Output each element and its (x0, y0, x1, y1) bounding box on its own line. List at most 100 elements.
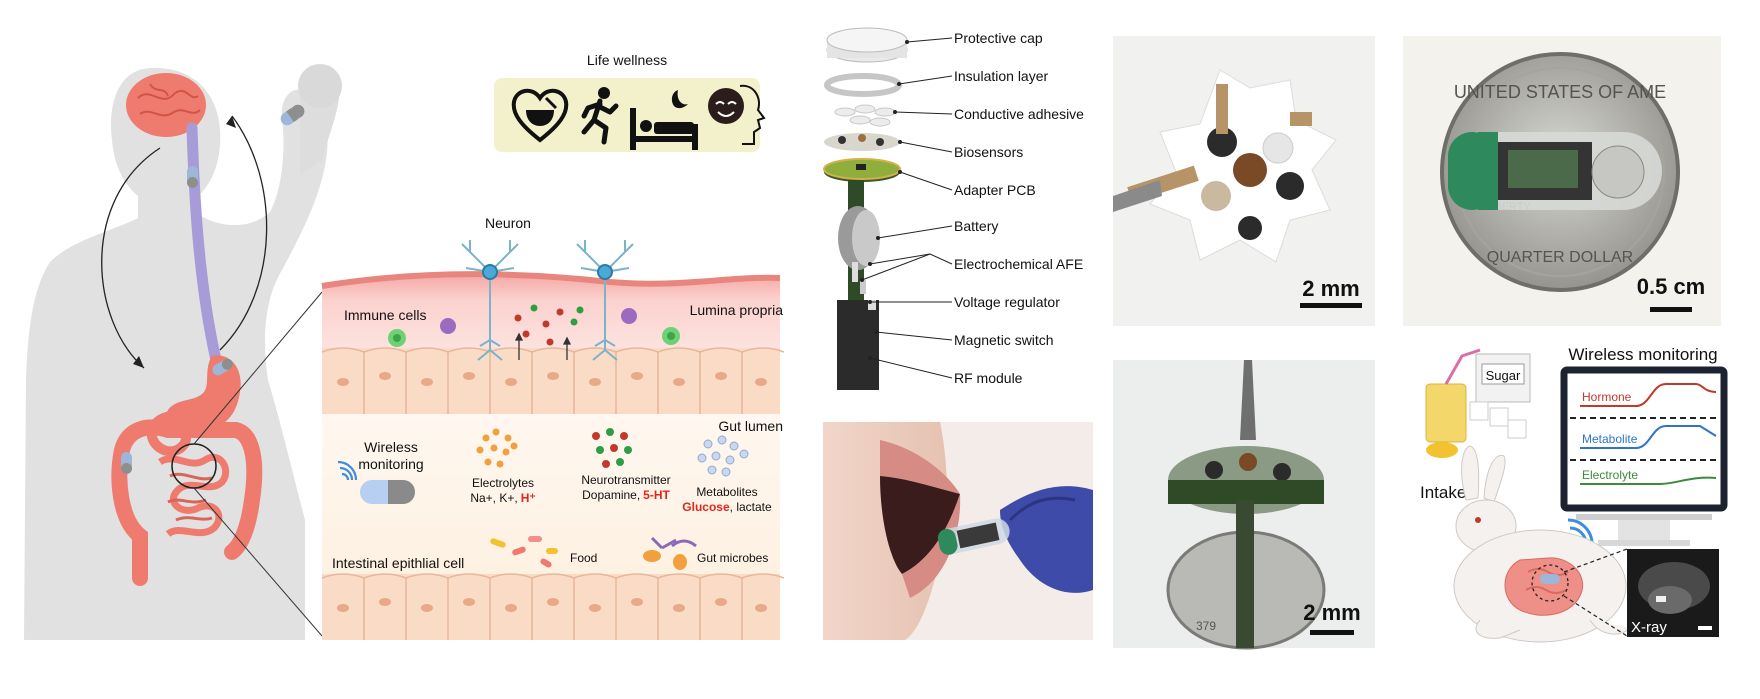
electrolytes-label: Electrolytes (472, 476, 534, 490)
large-intestine (111, 419, 263, 586)
layer-label-rf-module: RF module (954, 370, 1023, 386)
leader-dots (860, 40, 909, 360)
speaking-head-icon (708, 84, 766, 145)
capsule-on-coin (1448, 132, 1662, 210)
life-wellness-panel: Life wellness (494, 52, 766, 152)
battery-label-text: 379 (1196, 619, 1216, 633)
zoom-line-bottom (193, 487, 323, 637)
lower-epithelial-cells (321, 573, 785, 640)
juice-glass-icon (1425, 348, 1481, 458)
life-wellness-title: Life wellness (587, 52, 667, 68)
lower-cell-nuclei (337, 598, 767, 612)
lumina-propria-label: Lumina propria (690, 302, 784, 318)
layer-label-electrochemical-afe: Electrochemical AFE (954, 256, 1083, 272)
zoom-line-top (193, 291, 323, 445)
swallowed-capsule-icon (280, 104, 305, 126)
signal-label-electrolyte: Electrolyte (1582, 468, 1638, 482)
metabolites-label: Metabolites (696, 485, 757, 499)
food-icon (490, 536, 558, 568)
small-intestine (158, 454, 230, 538)
upward-arrows (514, 332, 572, 360)
quarter-capsule-photo: UNITED STATES OF AME LIBERTY QUARTER DOL… (1403, 36, 1721, 326)
rabbit-monitoring-panel: Wireless monitoring Hormone Metabolite E… (1420, 345, 1728, 643)
exploded-device-panel: Protective cap Insulation layer Conducti… (823, 27, 1084, 390)
protective-cap-part (826, 27, 908, 63)
intestinal-tissue-panel: Neuron Immune cells Lumina propria Gut l… (321, 215, 785, 640)
electrolytes-ions-label: Na+, K+,H⁺ (470, 491, 535, 505)
signal-molecules (514, 304, 584, 346)
esophagus (186, 122, 222, 366)
epithelial-label: Intestinal epithlial cell (332, 555, 464, 571)
layer-label-battery: Battery (954, 218, 998, 234)
neurotransmitter-items-label: Dopamine,5-HT (582, 488, 670, 502)
runner-icon (581, 87, 619, 145)
bed-sleep-icon (630, 90, 698, 150)
stomach (165, 355, 241, 433)
top-tweezers (1240, 360, 1256, 440)
layer-label-protective-cap: Protective cap (954, 30, 1043, 46)
capsule-in-stomach-icon (212, 358, 233, 376)
layer-label-biosensors: Biosensors (954, 144, 1023, 160)
gut-microbes-label: Gut microbes (697, 551, 768, 565)
capsule-in-esophagus-icon (187, 166, 198, 188)
xray-label: X-ray (1631, 619, 1667, 636)
biosensors-part (824, 133, 900, 151)
sensor-scalebar (1300, 303, 1362, 308)
neuron-label: Neuron (485, 215, 531, 231)
lower-lip (902, 494, 961, 598)
quarter-scalebar (1650, 307, 1692, 312)
gloved-hand (1000, 486, 1093, 593)
hand-silhouette (298, 64, 342, 108)
assembled-scalebar (1310, 630, 1354, 635)
brain-to-gut-arrow (101, 147, 161, 369)
layer-label-adapter-pcb: Adapter PCB (954, 182, 1036, 198)
held-capsule (937, 518, 1010, 555)
leader-lines (861, 37, 953, 379)
gut-microbes-icon (643, 536, 697, 570)
brain-icon (126, 73, 206, 137)
layer-label-voltage-regulator: Voltage regulator (954, 294, 1060, 310)
conductive-adhesive-part (834, 104, 896, 127)
immune-cells-label: Immune cells (344, 307, 426, 323)
device-layer-labels: Protective cap Insulation layer Conducti… (954, 30, 1084, 386)
wireless-monitoring-title: Wireless monitoring (1568, 345, 1717, 364)
sensor-scalebar-label: 2 mm (1302, 276, 1359, 301)
upper-lip (880, 440, 960, 494)
body-silhouette (24, 67, 328, 641)
upper-epithelium (322, 348, 780, 414)
quarter-text-bottom: QUARTER DOLLAR (1487, 249, 1633, 266)
food-label: Food (570, 551, 597, 565)
immune-cell-icons (388, 308, 680, 347)
layer-label-conductive-adhesive: Conductive adhesive (954, 106, 1084, 122)
gut-to-brain-arrow (219, 115, 268, 351)
signal-label-hormone: Hormone (1582, 390, 1632, 404)
capsule-in-colon-icon (121, 452, 132, 474)
electrolyte-particles (476, 428, 518, 468)
intake-label: Intake (1420, 483, 1466, 502)
upper-cell-nuclei (337, 372, 767, 386)
layer-label-insulation-layer: Insulation layer (954, 68, 1049, 84)
mouth-opening (880, 476, 960, 574)
tweezers (1113, 180, 1162, 212)
signal-label-metabolite: Metabolite (1582, 432, 1638, 446)
quarter-scalebar-label: 0.5 cm (1637, 274, 1706, 299)
layer-label-magnetic-switch: Magnetic switch (954, 332, 1054, 348)
metabolite-particles (697, 435, 749, 477)
wireless-signal-icon (337, 460, 358, 481)
lower-epithelium (322, 574, 780, 640)
monitor-traces (1570, 383, 1718, 485)
gut-lumen-label: Gut lumen (718, 418, 783, 434)
neurotransmitter-label: Neurotransmitter (581, 473, 670, 487)
adapter-pcb-part (823, 158, 901, 182)
assembled-device-photo: 379 2 mm (1113, 360, 1375, 650)
upper-epithelial-cells (321, 347, 785, 414)
insulation-layer-part (824, 73, 902, 97)
human-body-panel (24, 64, 342, 641)
sensor-pads (1127, 84, 1312, 240)
sugar-label: Sugar (1486, 368, 1521, 383)
lumen-capsule-icon (360, 480, 415, 504)
neuron-left-icon (461, 240, 519, 361)
battery-and-pcb-part (837, 180, 880, 390)
rabbit-gut-icon (1504, 557, 1584, 616)
